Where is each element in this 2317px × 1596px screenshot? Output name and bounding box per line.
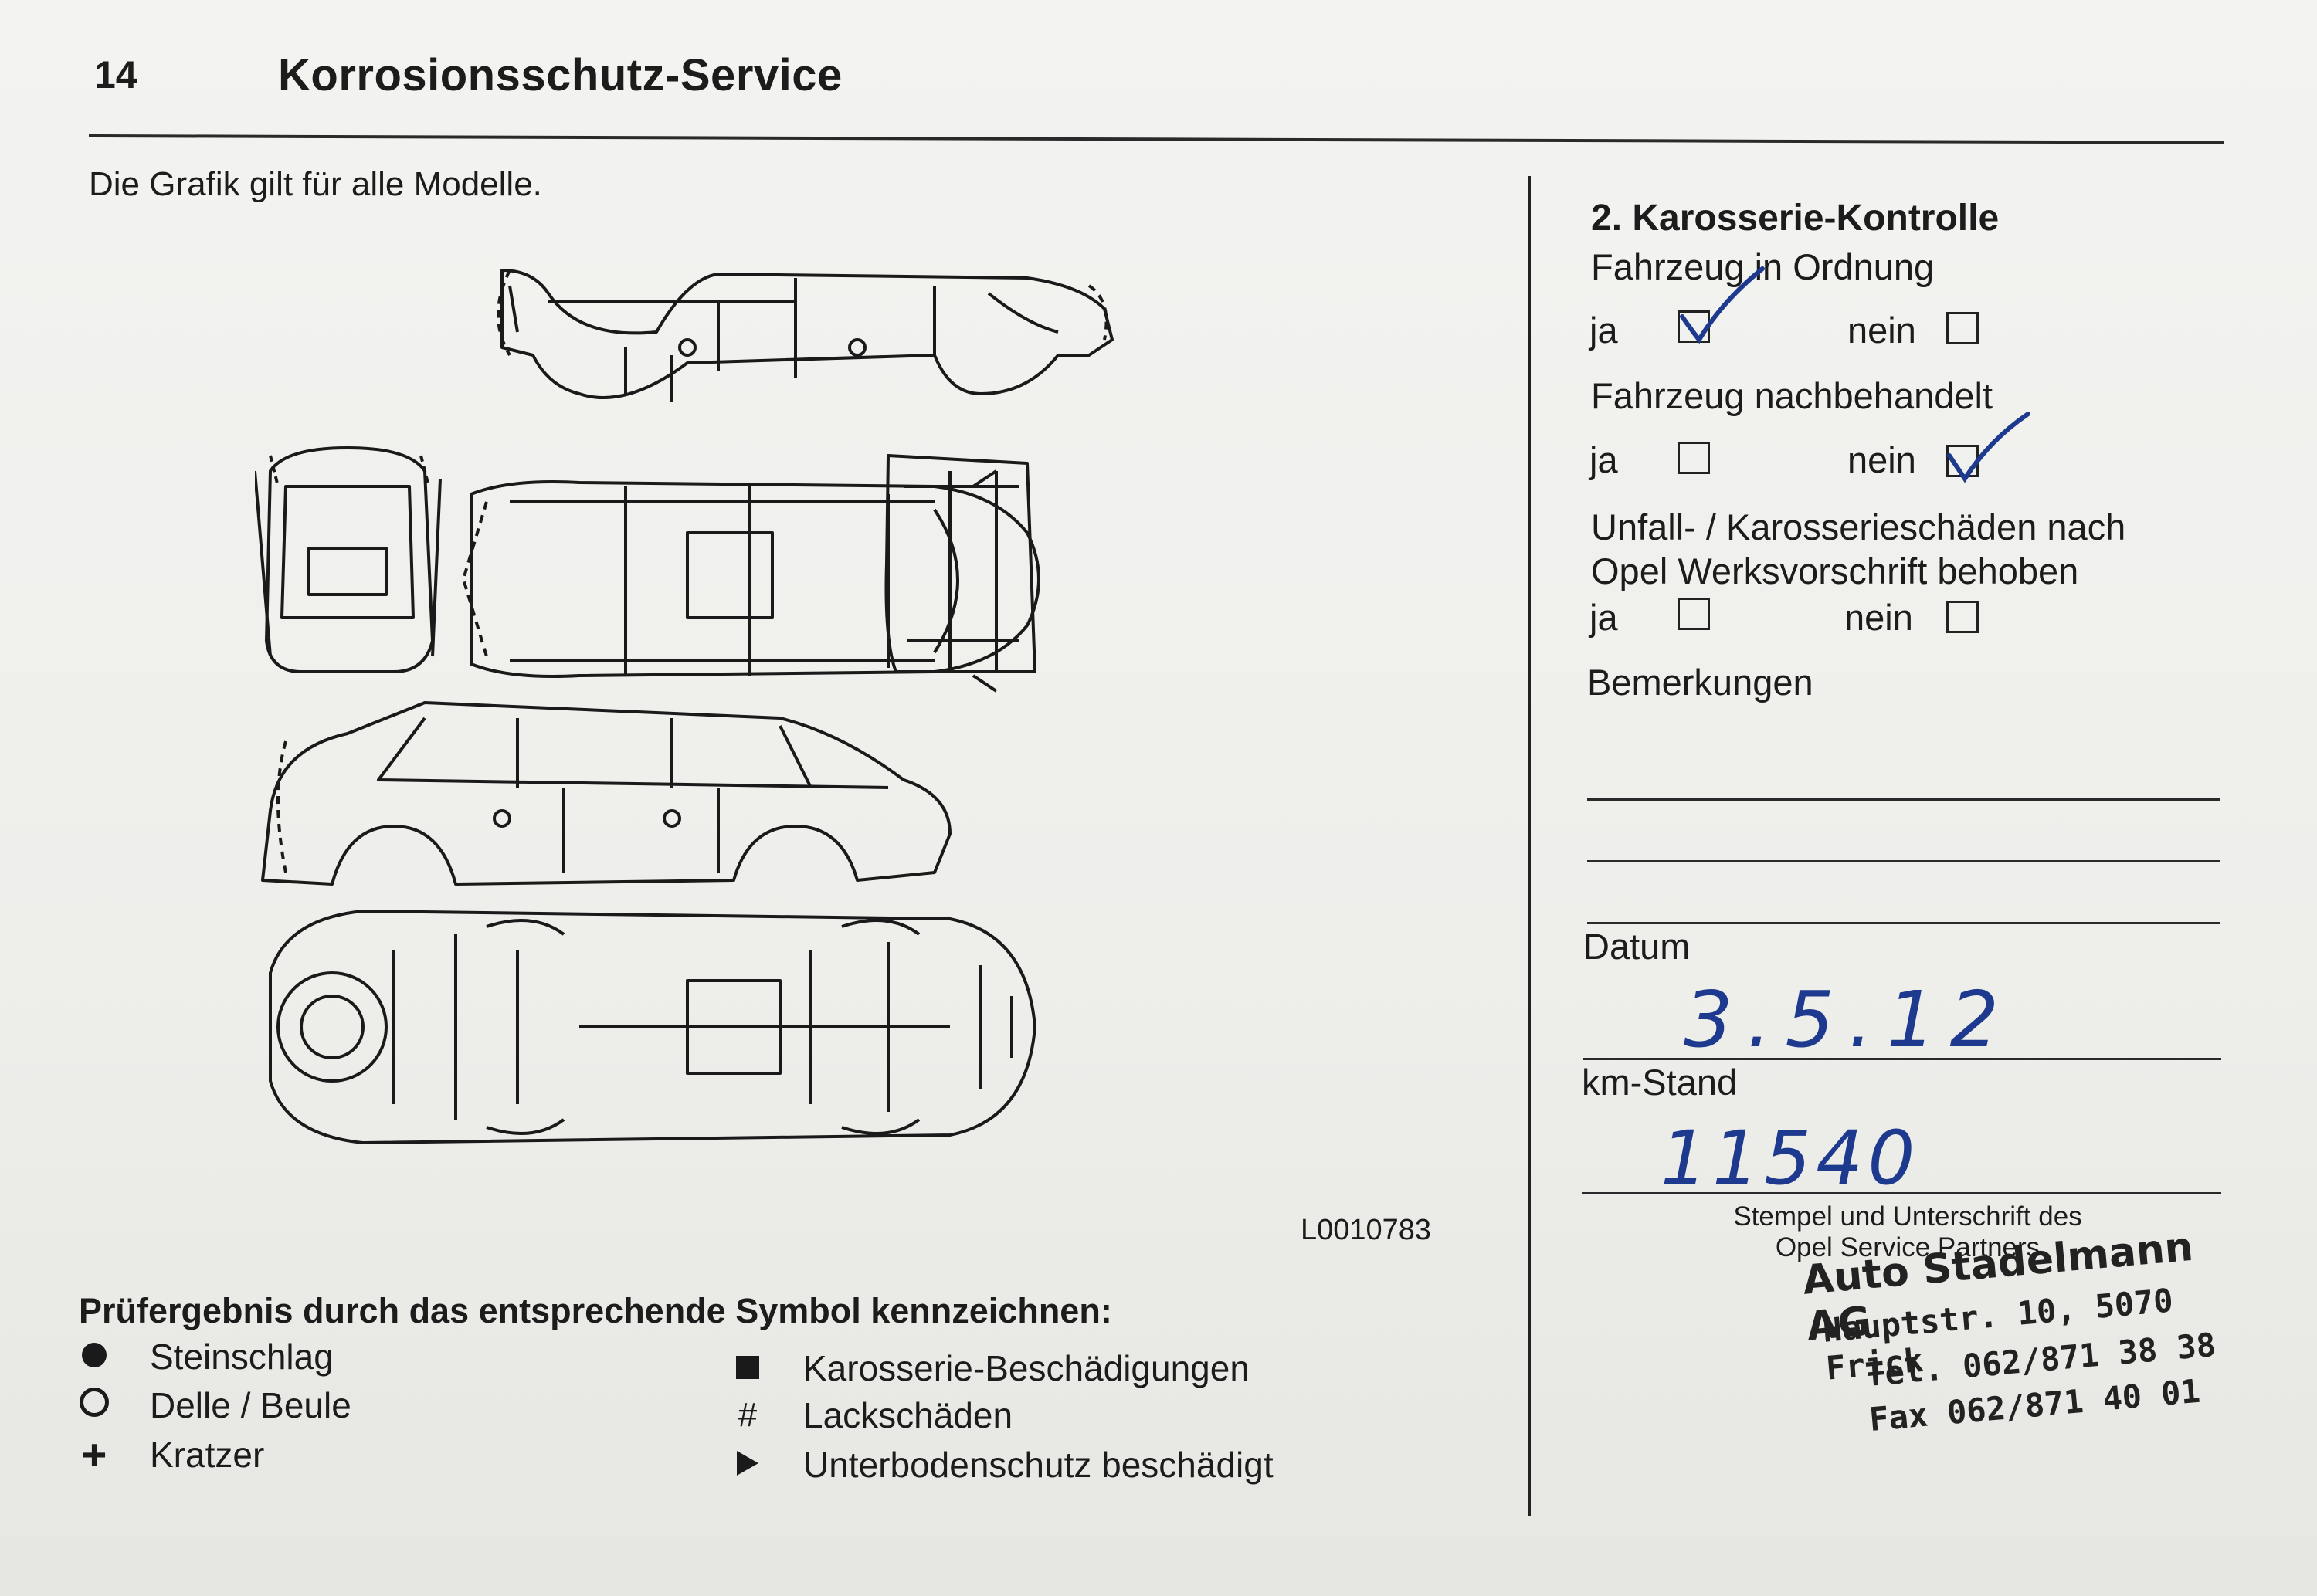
remarks-line-1[interactable] — [1587, 798, 2220, 801]
q1-yes-label: ja — [1589, 310, 1618, 351]
q3-yes-label: ja — [1589, 597, 1618, 638]
plus-icon: + — [81, 1430, 107, 1479]
page-title: Korrosionsschutz-Service — [278, 50, 843, 100]
stamp-caption-line2: Opel Service Partners — [1775, 1232, 2041, 1262]
date-label: Datum — [1583, 926, 1691, 967]
q2-yes-label: ja — [1589, 439, 1618, 480]
car-front-view-icon — [255, 446, 442, 673]
dealer-stamp: Auto Stadelmann AG Hauptstr. 10, 5070 Fr… — [1792, 1203, 2272, 1459]
diagram-code: L0010783 — [1301, 1214, 1432, 1246]
q2-yes-checkbox[interactable] — [1678, 442, 1710, 474]
triangle-icon — [737, 1451, 758, 1476]
legend-title: Prüfergebnis durch das entsprechende Sym… — [79, 1291, 1112, 1330]
diagram-note: Die Grafik gilt für alle Modelle. — [89, 165, 542, 203]
car-rear-view-icon — [884, 454, 1036, 673]
q2-no-checkmark-icon — [1947, 412, 2030, 483]
filled-square-icon — [736, 1356, 759, 1379]
q3-no-label: nein — [1844, 597, 1913, 638]
remarks-line-3[interactable] — [1587, 922, 2220, 924]
question-unfall-line2: Opel Werksvorschrift behoben — [1591, 551, 2079, 591]
legend-item-lack: # Lackschäden — [731, 1394, 1013, 1436]
q1-no-checkbox[interactable] — [1946, 312, 1979, 344]
hash-icon: # — [738, 1396, 758, 1434]
car-side-view-icon — [261, 701, 952, 886]
legend-item-unterboden: Unterbodenschutz beschädigt — [731, 1444, 1274, 1486]
q3-no-checkbox[interactable] — [1946, 601, 1979, 633]
remarks-line-2[interactable] — [1587, 860, 2220, 862]
legend-item-kratzer: + Kratzer — [77, 1430, 265, 1479]
km-label: km-Stand — [1582, 1062, 1738, 1103]
stamp-caption-line1: Stempel und Unterschrift des — [1733, 1201, 2082, 1232]
header-rule — [88, 134, 2224, 144]
form-section-title: 2. Karosserie-Kontrolle — [1591, 198, 2000, 239]
km-value: 11540 — [1661, 1115, 1920, 1201]
car-body-outline-diagrams-icon — [255, 269, 1114, 1144]
q3-yes-checkbox[interactable] — [1678, 598, 1710, 630]
date-value: 3.5.12 — [1684, 974, 2013, 1065]
page-number: 14 — [94, 53, 137, 97]
question-unfall-line1: Unfall- / Karosserieschäden nach — [1591, 507, 2126, 547]
q1-no-label: nein — [1847, 310, 1916, 351]
date-line[interactable] — [1583, 1058, 2221, 1060]
car-underbody-view-icon — [269, 910, 1036, 1144]
question-fahrzeug-nachbehandelt: Fahrzeug nachbehandelt — [1591, 375, 1993, 416]
hollow-circle-icon — [80, 1388, 109, 1417]
q1-yes-checkmark-icon — [1680, 266, 1765, 344]
car-top-view-icon — [462, 469, 1040, 693]
remarks-label: Bemerkungen — [1587, 662, 1813, 703]
legend-item-steinschlag: Steinschlag — [77, 1336, 334, 1377]
q2-no-label: nein — [1847, 439, 1916, 480]
legend-item-karosserie: Karosserie-Beschädigungen — [731, 1347, 1250, 1389]
filled-circle-icon — [82, 1343, 107, 1367]
legend-item-delle: Delle / Beule — [77, 1384, 351, 1426]
km-line[interactable] — [1582, 1192, 2221, 1194]
column-divider — [1528, 176, 1531, 1516]
car-upper-view-icon — [497, 269, 1114, 402]
